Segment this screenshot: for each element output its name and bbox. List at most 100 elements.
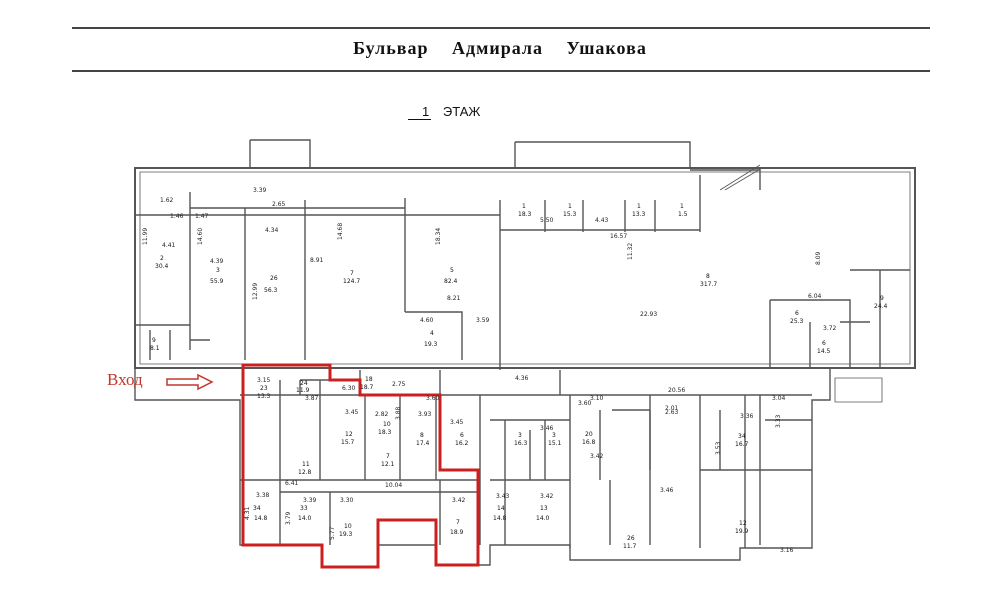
- room-33-area: 14.0: [298, 515, 312, 522]
- room-3c-area: 15.1: [548, 440, 562, 447]
- dim-0: 11.99: [142, 228, 149, 245]
- room-9b-area: 8.1: [150, 345, 160, 352]
- room-1c: 1: [637, 203, 641, 210]
- dim-19: 3.72: [823, 325, 837, 332]
- bottom-rule: [72, 70, 930, 72]
- dim-22: 6.30: [342, 385, 356, 392]
- dim-48: 2.01: [665, 405, 679, 412]
- top-rule: [72, 27, 930, 29]
- room-2: 2: [160, 255, 164, 262]
- dim-21: 3.87: [305, 395, 319, 402]
- room-1a-area: 18.3: [518, 211, 532, 218]
- dim-49: 3.53: [715, 441, 722, 455]
- room-33: 33: [300, 505, 308, 512]
- room-10b-area: 19.3: [339, 531, 353, 538]
- dim-10: 4.60: [420, 317, 434, 324]
- room-3-area: 55.9: [210, 278, 224, 285]
- dim-46: 3.43: [496, 493, 510, 500]
- room-1c-area: 13.3: [632, 211, 646, 218]
- dim-34: 3.46: [540, 425, 554, 432]
- room-6a-area: 25.3: [790, 318, 804, 325]
- room-34a-area: 14.8: [254, 515, 268, 522]
- room-12: 12: [345, 431, 353, 438]
- dim-6: 14.68: [337, 223, 344, 240]
- room-1b: 1: [568, 203, 572, 210]
- dim-8: 18.34: [435, 228, 442, 245]
- dim-5: 4.34: [265, 227, 279, 234]
- dim-15: 11.32: [627, 243, 634, 260]
- room-7: 7: [350, 270, 354, 277]
- room-9b: 9: [152, 337, 156, 344]
- room-6a: 6: [795, 310, 799, 317]
- dim-38: 10.04: [385, 482, 402, 489]
- dim-51: 3.42: [590, 453, 604, 460]
- room-13-area: 14.0: [536, 515, 550, 522]
- dim-26: 20.56: [668, 387, 685, 394]
- dim-9: 8.21: [447, 295, 461, 302]
- room-26b-area: 11.7: [623, 543, 637, 550]
- dim-7: 8.91: [310, 257, 324, 264]
- room-8: 8: [706, 273, 710, 280]
- room-4: 4: [430, 330, 434, 337]
- dim-44: 3.79: [285, 511, 292, 525]
- dim-35: 2.63: [665, 409, 679, 416]
- dim-27: 3.04: [772, 395, 786, 402]
- room-8-area: 317.7: [700, 281, 717, 288]
- building-walls: [134, 139, 916, 568]
- room-6c-area: 16.2: [455, 440, 469, 447]
- dim-36: 3.36: [740, 413, 754, 420]
- room-20-area: 16.8: [582, 439, 596, 446]
- dim-18: 6.04: [808, 293, 822, 300]
- room-14: 14: [497, 505, 505, 512]
- room-8b-area: 17.4: [416, 440, 430, 447]
- dim-42: 3.30: [340, 497, 354, 504]
- room-6c: 6: [460, 432, 464, 439]
- room-9a-area: 24.4: [874, 303, 888, 310]
- rented-area-outline: [241, 363, 480, 569]
- room-20: 20: [585, 431, 593, 438]
- dim-59: 2.65: [272, 201, 286, 208]
- room-12b: 12: [739, 520, 747, 527]
- room-26-area: 56.3: [264, 287, 278, 294]
- room-34a: 34: [253, 505, 261, 512]
- dim-55: 1.62: [160, 197, 174, 204]
- room-1d-area: 1.5: [678, 211, 688, 218]
- room-11: 11: [302, 461, 310, 468]
- entrance-label: Вход: [107, 370, 143, 389]
- dim-39: 3.42: [452, 497, 466, 504]
- dim-16: 22.93: [640, 311, 657, 318]
- dimension-labels: 11.99 4.41 14.60 4.39 12.99 4.34 14.68 8…: [142, 187, 837, 554]
- dim-1: 4.41: [162, 242, 176, 249]
- room-3c: 3: [552, 432, 556, 439]
- dim-58: 3.39: [253, 187, 267, 194]
- room-7-area: 124.7: [343, 278, 360, 285]
- dim-32: 3.45: [450, 419, 464, 426]
- floor-word: ЭТАЖ: [442, 104, 481, 119]
- room-1b-area: 15.3: [563, 211, 577, 218]
- dim-31: 3.93: [418, 411, 432, 418]
- room-3: 3: [216, 267, 220, 274]
- room-12b-area: 19.9: [735, 528, 749, 535]
- room-12-area: 15.7: [341, 439, 355, 446]
- room-26: 26: [270, 275, 278, 282]
- room-18: 18: [365, 376, 373, 383]
- floor-number: 1: [408, 104, 432, 120]
- room-18-area: 18.7: [360, 384, 374, 391]
- dim-17: 8.09: [815, 251, 822, 265]
- dim-45: 5.77: [329, 526, 336, 540]
- room-5: 5: [450, 267, 454, 274]
- room-10a: 10: [383, 421, 391, 428]
- dim-57: 1.47: [195, 213, 209, 220]
- room-34b-area: 16.7: [735, 441, 749, 448]
- room-34b: 34: [738, 433, 746, 440]
- dim-53: 3.33: [775, 414, 782, 428]
- dim-50: 3.10: [590, 395, 604, 402]
- room-labels: 2 30.4 3 55.9 26 56.3 7 124.7 5 82.4 4 1…: [150, 203, 888, 550]
- room-24-area: 11.9: [296, 387, 310, 394]
- dim-54: 3.16: [780, 547, 794, 554]
- dim-20: 3.15: [257, 377, 271, 384]
- room-13: 13: [540, 505, 548, 512]
- room-10b: 10: [344, 523, 352, 530]
- room-7b: 7: [386, 453, 390, 460]
